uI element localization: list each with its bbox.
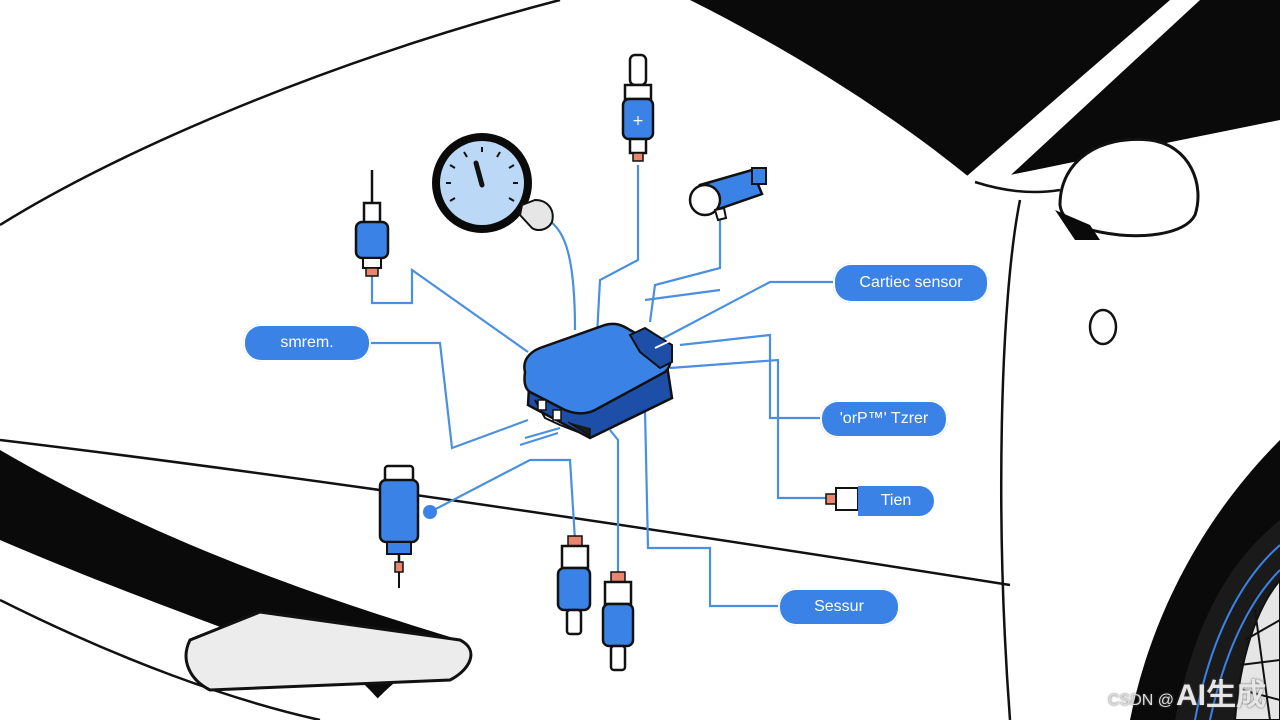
bumper-line [0, 598, 321, 720]
tire-line-1 [1194, 544, 1280, 720]
tire-line-2 [1209, 569, 1280, 720]
gauge-needle [473, 160, 485, 188]
gauge [432, 133, 554, 233]
hood-crease [0, 438, 1011, 587]
door-handle [1088, 308, 1118, 346]
watermark: CSDN @AI生成 [1108, 670, 1266, 714]
wire-top-plug [595, 165, 640, 336]
ecu-connector [628, 326, 673, 370]
wire-gauge [539, 214, 577, 331]
label-smrem-text: smrem. [280, 334, 334, 351]
tien-connector [825, 487, 859, 511]
mirror-base [1055, 210, 1100, 240]
wire-extra [644, 288, 721, 302]
wire-torpm [679, 333, 822, 420]
spark-plug-bottom-2 [601, 571, 635, 672]
wire-left-plug [370, 267, 529, 353]
capacitor [378, 464, 437, 588]
wire-tien [669, 358, 828, 500]
wire-bottom-plug [609, 429, 620, 572]
label-cartiec-sensor-text: Cartiec sensor [859, 274, 963, 291]
side-mirror [1058, 137, 1200, 238]
cylinder-sensor [688, 167, 767, 222]
a-pillar [960, 0, 1200, 185]
watermark-prefix: CSDN @ [1107, 692, 1174, 709]
ecu-module [523, 322, 674, 440]
wire-node [423, 505, 437, 519]
wires [370, 165, 835, 608]
hood-edge [0, 0, 561, 227]
headlight [184, 610, 473, 692]
label-cartiec-sensor: Cartiec sensor [833, 263, 989, 303]
spark-plug-left [354, 170, 390, 277]
door-line [1000, 199, 1022, 720]
wire-cap [429, 458, 577, 541]
body-edge [974, 180, 1061, 194]
svg-text:+: + [632, 113, 644, 129]
rim-spokes [1239, 609, 1280, 720]
label-torpm-tzrer: 'orP™' Tzrer [820, 400, 948, 438]
wire-small [519, 426, 561, 447]
wire-sessur [643, 409, 780, 608]
wire-smrem [370, 341, 529, 450]
label-torpm-tzrer-text: 'orP™' Tzrer [839, 410, 929, 427]
spark-plug-top: + [621, 53, 655, 162]
label-sessur: Sessur [778, 588, 900, 626]
spark-plug-bottom-1 [556, 535, 592, 636]
label-tien: Tien [858, 486, 934, 516]
wire-cyl [648, 215, 722, 323]
label-sessur-text: Sessur [814, 598, 864, 615]
watermark-suffix: AI生成 [1176, 679, 1266, 712]
label-tien-text: Tien [880, 492, 912, 509]
wire-cartiec [659, 280, 835, 341]
label-smrem: smrem. [243, 324, 371, 362]
